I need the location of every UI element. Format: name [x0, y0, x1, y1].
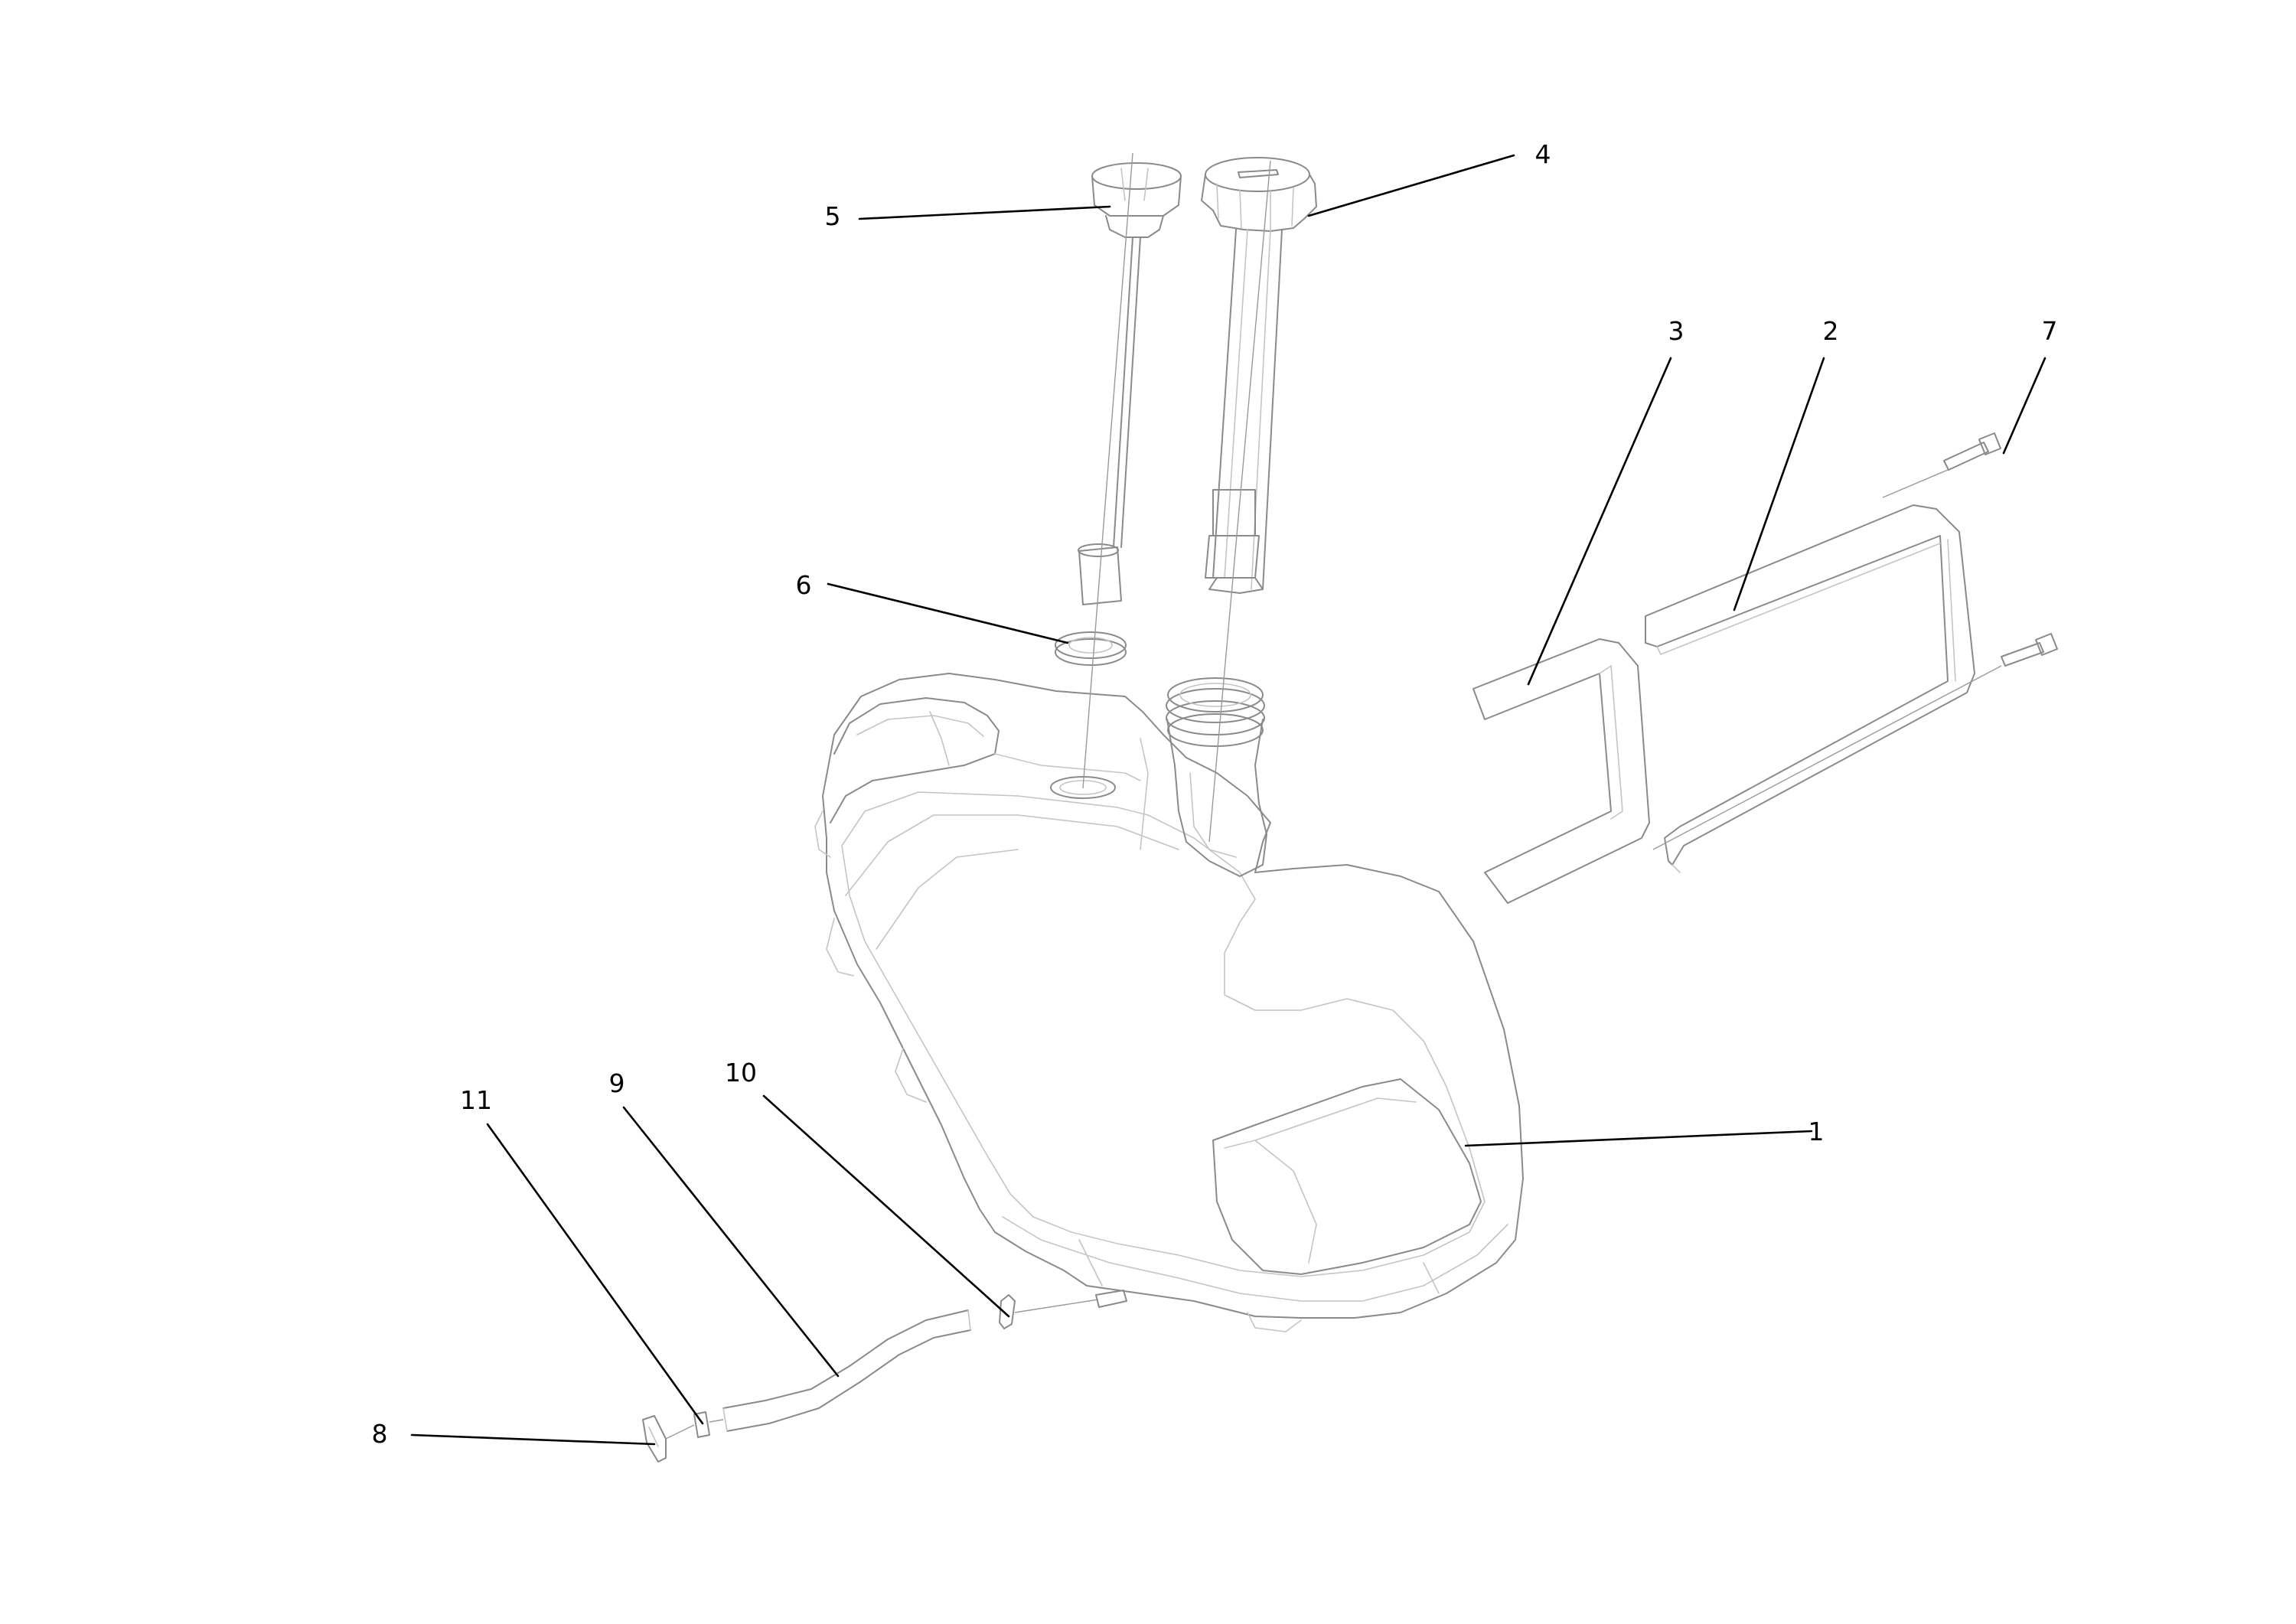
leader-9 [622, 1106, 840, 1378]
leader-5 [858, 205, 1111, 220]
callout-8: 8 [372, 1419, 388, 1449]
leader-2 [1733, 357, 1825, 611]
callout-5: 5 [825, 201, 841, 231]
leader-4 [1307, 154, 1515, 217]
callout-4: 4 [1535, 139, 1551, 169]
leader-1 [1464, 1130, 1813, 1147]
callout-2: 2 [1823, 316, 1839, 346]
callout-3: 3 [1668, 316, 1684, 346]
callout-6: 6 [796, 570, 812, 600]
leader-8 [410, 1433, 656, 1446]
part-6-seal [1055, 631, 1127, 666]
callout-1: 1 [1808, 1117, 1825, 1146]
part-8-plug [642, 1415, 667, 1463]
leader-lines [410, 154, 2047, 1446]
assembly-axes [665, 152, 2002, 1440]
part-4-filler-cap [1201, 157, 1317, 594]
part-11-clamp [693, 1411, 710, 1438]
callout-labels: 1 2 3 4 5 6 7 8 9 10 11 [372, 139, 2058, 1449]
leader-6 [827, 582, 1069, 644]
leader-10 [762, 1094, 1010, 1318]
callout-9: 9 [609, 1068, 625, 1098]
callout-7: 7 [2042, 316, 2058, 346]
part-10-clamp [999, 1294, 1016, 1329]
part-1-tank [814, 673, 1524, 1332]
part-3-bracket [1473, 638, 1650, 904]
leader-3 [1527, 357, 1672, 686]
callout-10: 10 [725, 1058, 757, 1088]
leader-11 [486, 1123, 704, 1425]
part-5-dipstick [1078, 162, 1182, 605]
part-7-screws [1943, 432, 2058, 667]
callout-11: 11 [460, 1085, 492, 1115]
part-2-bracket [1645, 504, 1975, 873]
part-9-hose [722, 1309, 971, 1432]
leader-7 [2002, 357, 2047, 455]
